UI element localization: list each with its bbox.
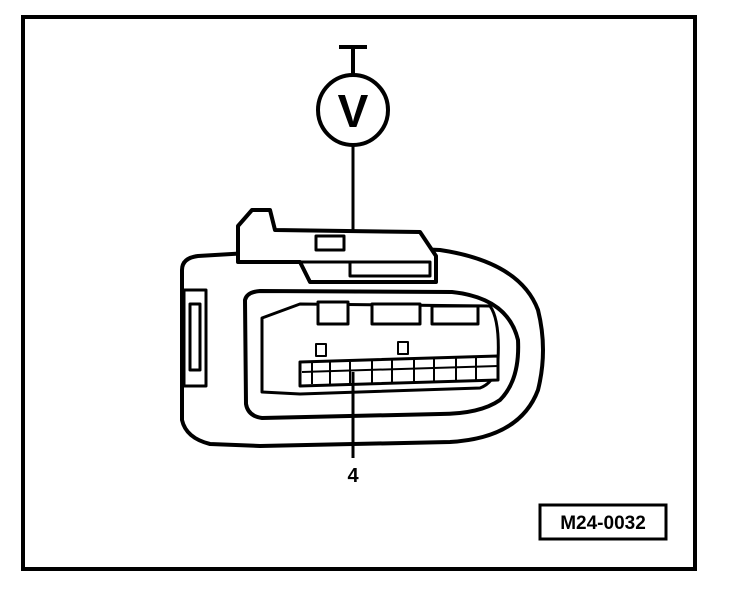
callout-number: 4: [347, 465, 359, 487]
ground-icon: [339, 45, 367, 75]
connector-plug-icon: [180, 208, 545, 448]
voltmeter-icon: V: [316, 73, 390, 147]
figure-code-box: [538, 503, 668, 541]
meter-symbol: V: [338, 85, 369, 137]
figure-code: M24-0032: [560, 513, 646, 534]
